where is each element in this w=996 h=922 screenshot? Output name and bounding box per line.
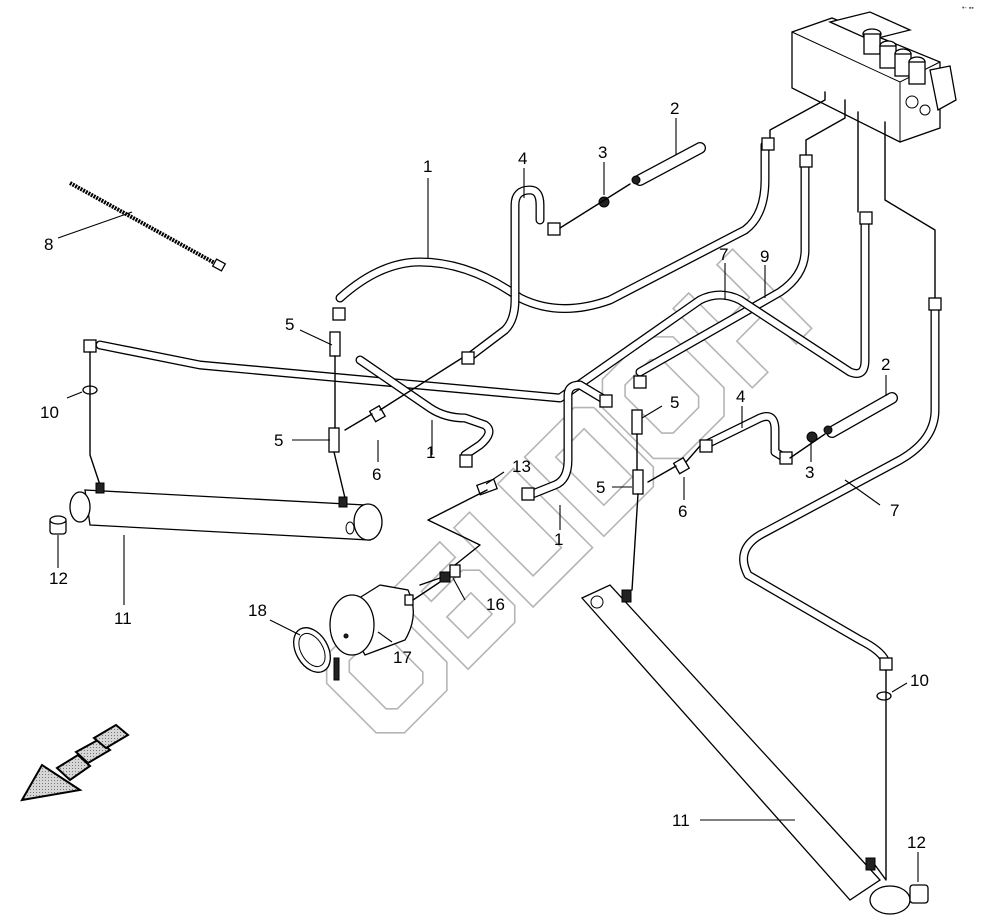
callout-17: 17 xyxy=(393,648,412,667)
callout-labels: 1 1 1 2 2 3 3 4 4 5 5 5 5 6 6 7 7 8 9 10… xyxy=(40,99,929,852)
bushing-12-right xyxy=(909,884,929,904)
callout-5: 5 xyxy=(670,393,679,412)
hose-sleeve-2-upper xyxy=(634,142,706,186)
callout-6: 6 xyxy=(372,465,381,484)
cylinder-11-right xyxy=(580,584,911,915)
callout-12: 12 xyxy=(49,569,68,588)
callout-11: 11 xyxy=(672,811,690,830)
callout-18: 18 xyxy=(248,601,267,620)
hose-sleeve-2-lower xyxy=(826,392,898,438)
clamp-18 xyxy=(293,627,340,681)
leader-lines xyxy=(57,118,919,882)
pipe-9 xyxy=(635,160,810,377)
callout-6: 6 xyxy=(678,502,687,521)
callout-7: 7 xyxy=(890,501,899,520)
corner-mark: •‑ ▪▪ xyxy=(962,5,974,12)
callout-11: 11 xyxy=(114,609,132,628)
callout-9: 9 xyxy=(760,247,769,266)
pipe-4-lower xyxy=(700,412,790,463)
bushing-12-left xyxy=(49,515,67,535)
callout-13: 13 xyxy=(512,457,531,476)
watermark xyxy=(325,248,813,734)
callout-8: 8 xyxy=(44,235,53,254)
callout-5: 5 xyxy=(274,431,283,450)
callout-10: 10 xyxy=(910,671,929,690)
callout-4: 4 xyxy=(736,387,745,406)
front-direction-arrow xyxy=(20,723,130,802)
accumulator-17 xyxy=(329,581,441,656)
callout-3: 3 xyxy=(598,143,607,162)
pipe-1-mid xyxy=(355,355,494,460)
pipe-4-upper xyxy=(463,185,545,363)
callout-2: 2 xyxy=(881,355,890,374)
fittings xyxy=(82,137,942,881)
callout-5: 5 xyxy=(596,478,605,497)
callout-2: 2 xyxy=(670,99,679,118)
pipe-7-upper xyxy=(95,215,870,403)
callout-1: 1 xyxy=(554,530,563,549)
callout-16: 16 xyxy=(486,595,505,614)
callout-3: 3 xyxy=(805,463,814,482)
cylinder-11-left xyxy=(69,482,383,541)
control-valve-block xyxy=(791,11,957,143)
callout-10: 10 xyxy=(40,403,59,422)
pipe-1-lower xyxy=(525,380,610,500)
pipe-7-lower xyxy=(739,300,940,665)
valve-feed-lines xyxy=(769,91,936,301)
callout-12: 12 xyxy=(907,833,926,852)
cable-tie xyxy=(69,181,227,272)
callout-4: 4 xyxy=(518,149,527,168)
pipe-1-upper xyxy=(335,140,770,313)
callout-1: 1 xyxy=(423,157,432,176)
callout-1: 1 xyxy=(426,443,435,462)
callout-7: 7 xyxy=(719,245,728,264)
callout-5: 5 xyxy=(285,315,294,334)
